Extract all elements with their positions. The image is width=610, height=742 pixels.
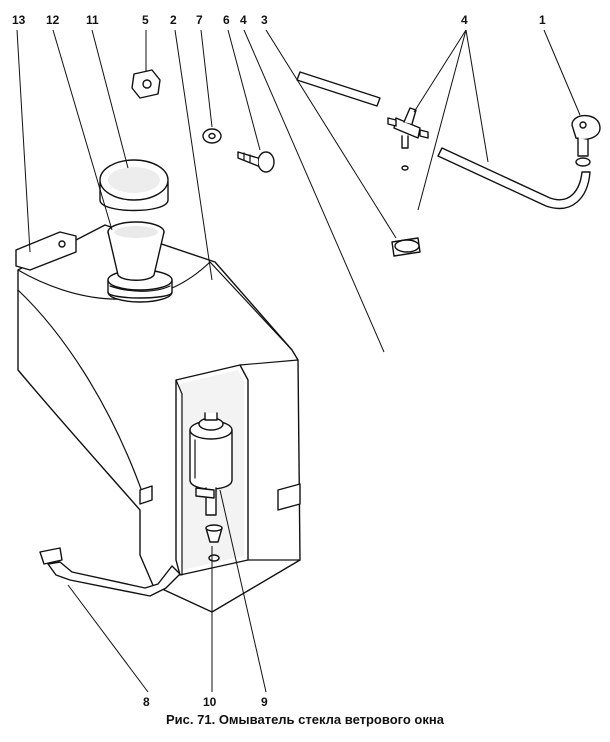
strainer [107,221,165,281]
flat-washer [202,128,222,144]
callout-7: 7 [196,13,203,27]
hose-clip [391,237,421,257]
callout-11: 11 [86,13,99,27]
callout-2: 2 [170,13,177,27]
callout-labels: 13 12 11 5 2 7 6 4 3 4 1 8 10 9 [12,13,546,709]
reservoir-cap [99,159,169,212]
callout-12: 12 [46,13,60,27]
tee-connector [387,107,429,149]
supply-hose [312,165,409,492]
nut [131,69,161,99]
screw [237,151,275,173]
callout-5: 5 [142,13,149,27]
callout-4-left: 4 [240,13,247,27]
right-hose [437,147,591,210]
callout-10: 10 [203,695,217,709]
callout-9: 9 [261,695,268,709]
callout-6: 6 [223,13,230,27]
washer-pump [189,412,233,516]
callout-1: 1 [539,13,546,27]
left-hose [296,71,381,107]
washer-nozzle [571,114,601,167]
leader-lines [16,29,581,693]
callout-3: 3 [261,13,268,27]
callout-13: 13 [12,13,26,27]
mounting-strap [39,547,181,597]
callout-4-right: 4 [461,13,468,27]
mounting-bracket [15,231,77,271]
callout-8: 8 [143,695,150,709]
figure-caption: Рис. 71. Омыватель стекла ветрового окна [166,712,444,727]
pump-grommet [205,524,223,562]
